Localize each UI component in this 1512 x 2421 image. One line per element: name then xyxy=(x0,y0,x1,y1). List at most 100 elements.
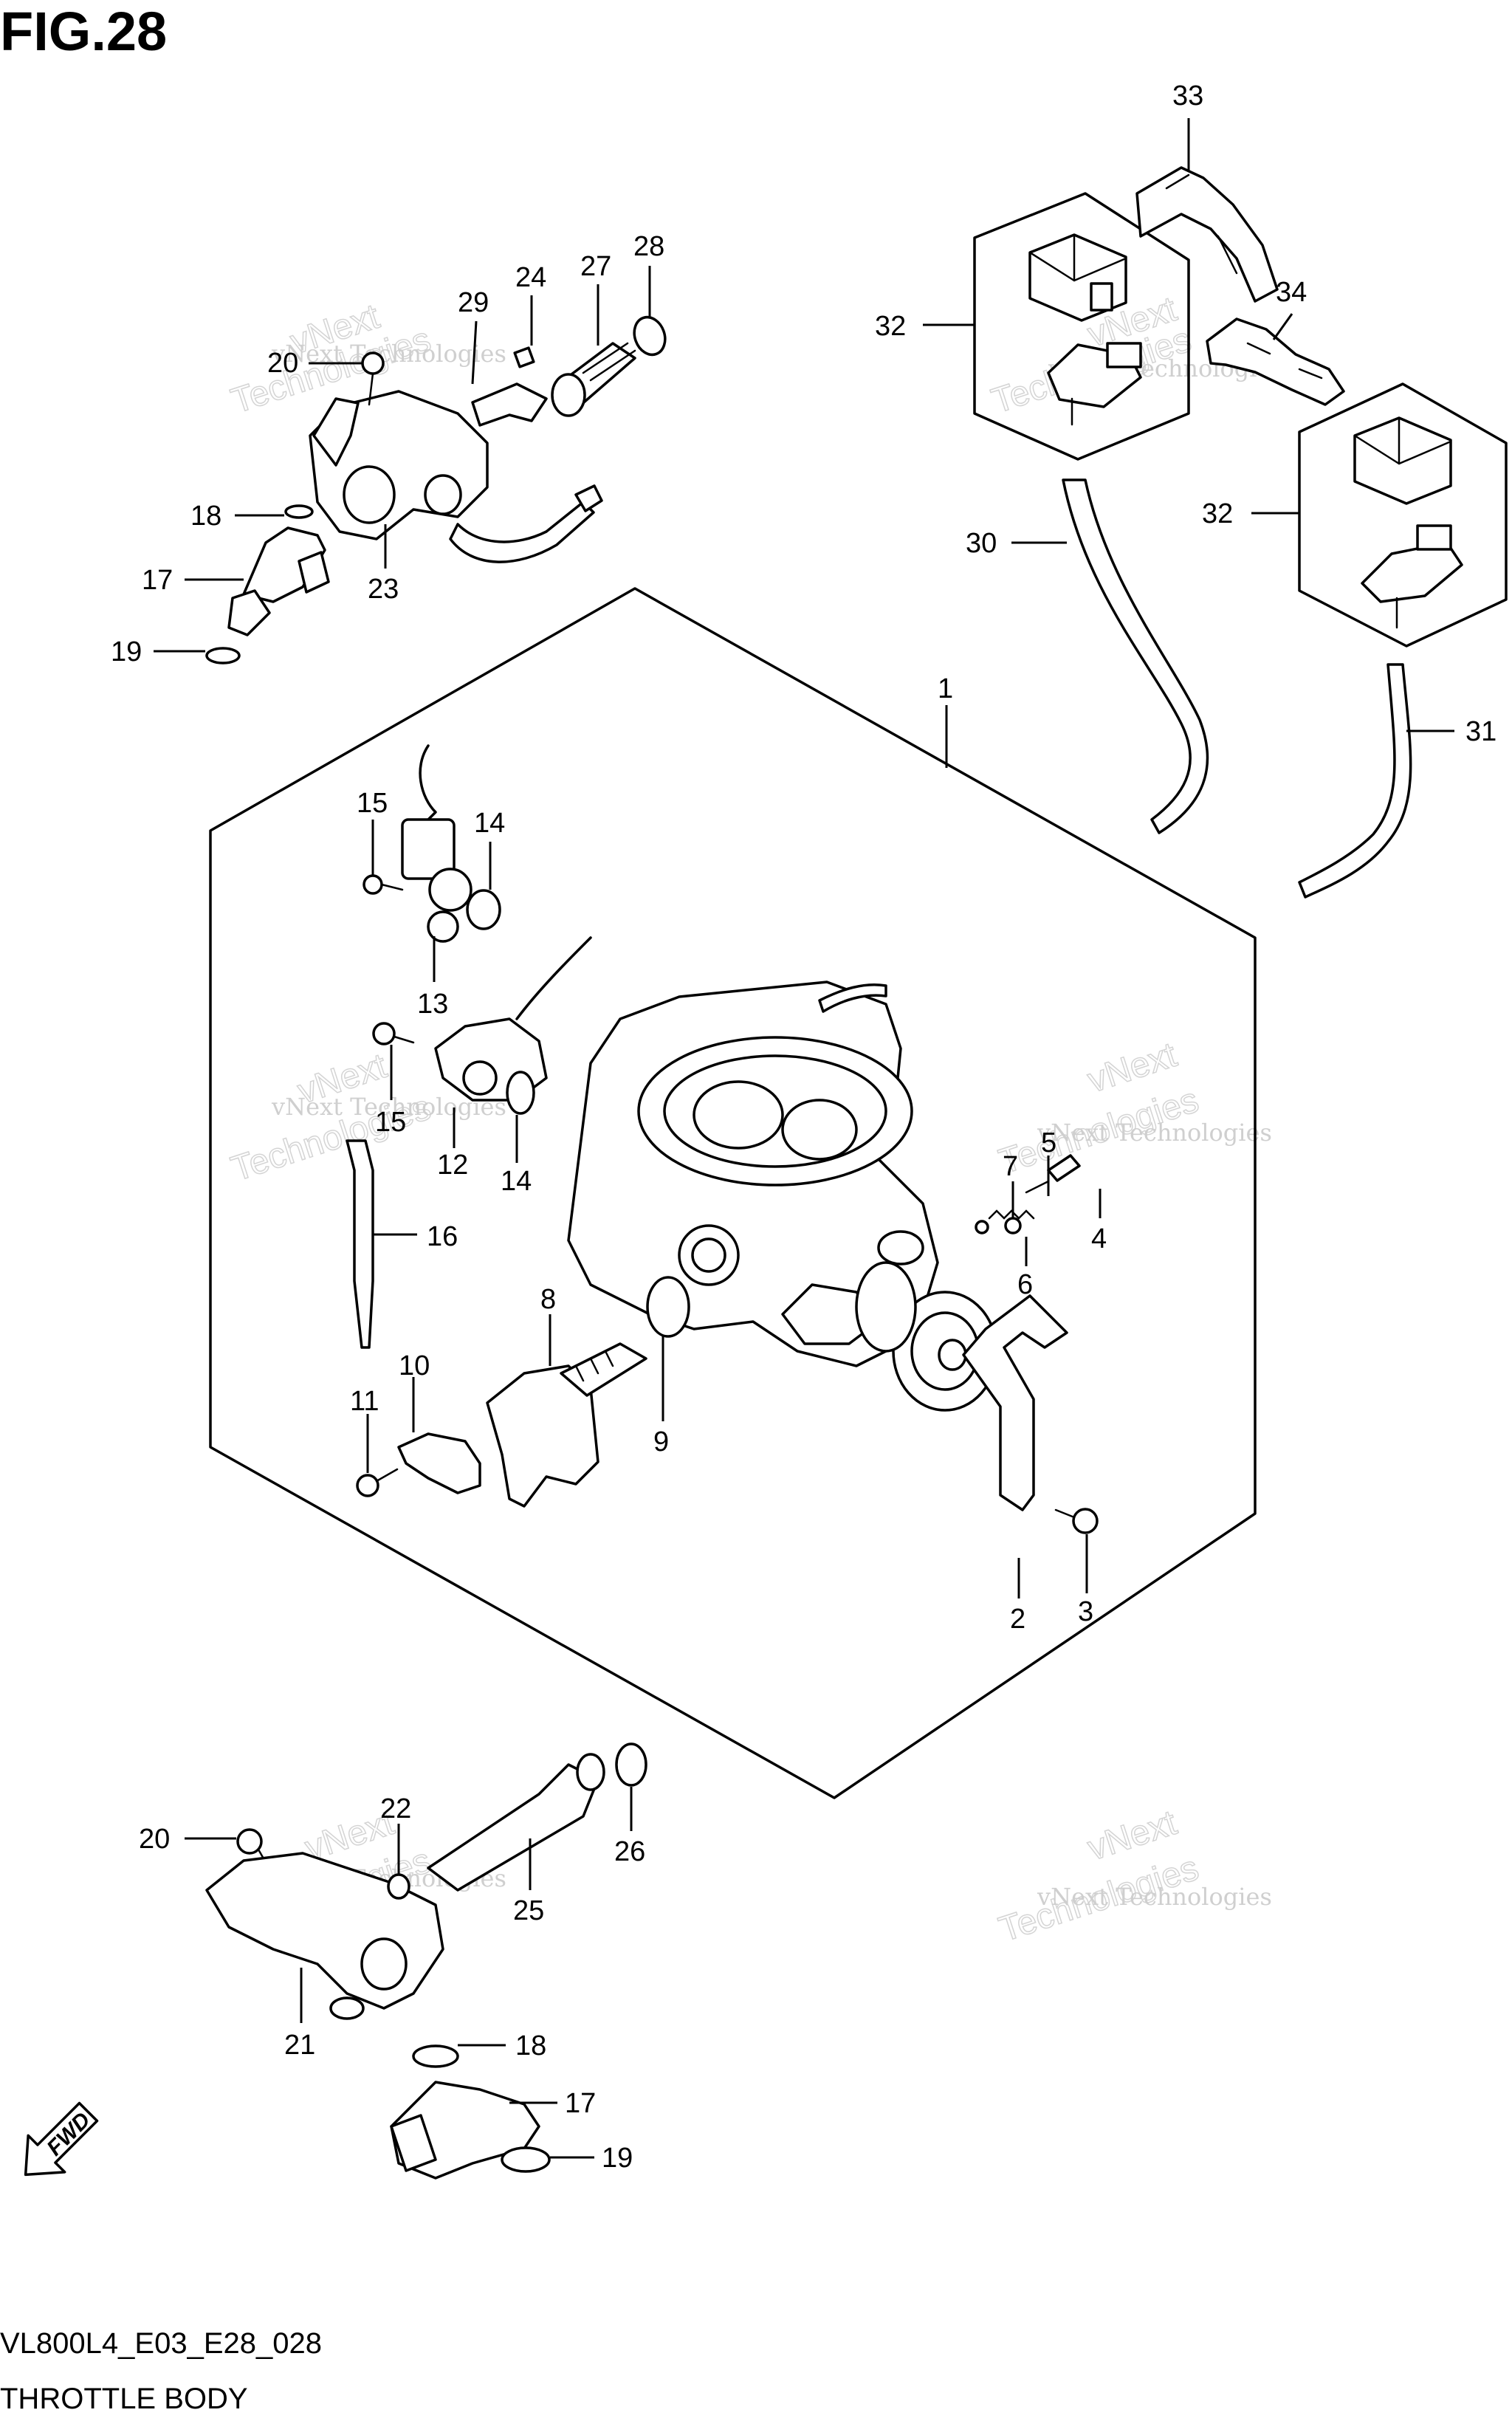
callout-16: 16 xyxy=(427,1221,458,1252)
throttle-drum xyxy=(855,1261,917,1353)
fuel-delivery-upper xyxy=(205,315,667,665)
fwd-arrow: FWD xyxy=(24,2101,99,2177)
bolt-11-shank xyxy=(375,1468,399,1483)
o-ring-26 xyxy=(615,1742,647,1787)
bolt-15-lower xyxy=(372,1022,396,1045)
callout-12: 12 xyxy=(437,1150,468,1181)
sensor-box-upper xyxy=(973,192,1190,461)
fuel-line-end xyxy=(574,484,603,512)
callout-18-lower: 18 xyxy=(515,2030,546,2061)
clip-29 xyxy=(471,382,548,427)
callout-20-upper: 20 xyxy=(267,348,298,379)
isc-sensor-group xyxy=(372,936,592,1115)
spring-5 xyxy=(988,1209,1035,1220)
callout-1: 1 xyxy=(938,673,953,704)
bolt-24 xyxy=(513,346,535,368)
o-ring-14-upper xyxy=(466,889,501,930)
callout-27: 27 xyxy=(580,251,611,282)
leader-line-29 xyxy=(471,320,478,385)
isc-sensor-wire xyxy=(515,936,592,1020)
throttle-sensor-8 xyxy=(486,1364,599,1508)
callout-6: 6 xyxy=(1017,1269,1033,1300)
tp-sensor-lower-port xyxy=(427,910,459,943)
isc-sensor-port xyxy=(462,1060,498,1096)
callout-9: 9 xyxy=(653,1426,669,1457)
callout-5: 5 xyxy=(1041,1127,1056,1158)
watermark-text: vNext Technologies xyxy=(271,340,506,368)
injector-connector xyxy=(298,551,330,594)
callout-3: 3 xyxy=(1078,1596,1093,1627)
diagram-title: THROTTLE BODY xyxy=(0,2383,248,2415)
callout-23: 23 xyxy=(368,574,399,605)
tp-sensor-port xyxy=(428,868,472,912)
callout-17-lower: 17 xyxy=(565,2088,596,2119)
washer-7 xyxy=(1004,1217,1022,1234)
callout-31: 31 xyxy=(1465,716,1496,747)
callout-29: 29 xyxy=(458,287,489,318)
figure-label: FIG.28 xyxy=(0,1,167,62)
callout-30: 30 xyxy=(966,528,997,559)
callout-2: 2 xyxy=(1010,1604,1025,1635)
callout-19-upper: 19 xyxy=(111,636,142,667)
map-sensor-connector xyxy=(1416,524,1452,551)
vacuum-hose-30 xyxy=(1062,478,1209,834)
callout-14-upper: 14 xyxy=(474,808,505,839)
sensor-8-ridges xyxy=(574,1350,614,1382)
callout-15-lower: 15 xyxy=(375,1107,406,1138)
leader-lines xyxy=(154,118,1454,2159)
bracket-34-slots xyxy=(1246,342,1323,380)
watermark-mid-right: vNext Technologies vNext Technologies xyxy=(994,1034,1272,1182)
sensor-box-lower xyxy=(1298,382,1508,648)
regulator-ridges xyxy=(582,342,636,382)
cable-tie-16 xyxy=(346,1139,374,1349)
joint-pipe-end xyxy=(576,1753,605,1791)
callout-25: 25 xyxy=(513,1895,544,1926)
callout-10: 10 xyxy=(399,1350,430,1381)
washer-6 xyxy=(975,1220,989,1234)
callout-24: 24 xyxy=(515,262,546,293)
callout-17-upper: 17 xyxy=(142,565,173,596)
o-ring-14-lower xyxy=(506,1071,535,1115)
callout-32-lower: 32 xyxy=(1202,498,1233,529)
throttle-body-port-inner xyxy=(691,1237,726,1273)
o-ring-9 xyxy=(646,1276,690,1338)
throttle-pulley-hub xyxy=(938,1339,967,1371)
throttle-body-main xyxy=(567,981,998,1412)
screw-20-shank xyxy=(368,372,374,406)
callout-4: 4 xyxy=(1091,1223,1107,1254)
bolt-15-shank xyxy=(380,883,404,891)
cable-bracket-2 xyxy=(962,1294,1068,1511)
screw-4 xyxy=(1047,1154,1081,1182)
watermark-text: vNext Technologies xyxy=(1037,1883,1272,1911)
map-sensor-lower xyxy=(1361,541,1463,603)
o-ring-19-lower xyxy=(501,2146,551,2173)
vacuum-hose-31 xyxy=(1298,663,1412,899)
bolt-11 xyxy=(356,1474,379,1497)
callout-32-upper: 32 xyxy=(875,311,906,342)
joint-pipe-25 xyxy=(427,1763,599,1892)
sensor-group-upper xyxy=(973,166,1279,461)
screw-3-shank xyxy=(1054,1508,1076,1519)
throttle-bore-inner-left xyxy=(693,1080,784,1150)
fwd-arrow-shape xyxy=(24,2101,99,2177)
bolt-15-upper xyxy=(362,874,383,895)
callout-13: 13 xyxy=(417,989,448,1020)
tp-sensor-wire xyxy=(419,744,437,821)
watermark-bottom-right: vNext Technologies vNext Technologies xyxy=(994,1802,1272,1950)
callout-20-lower: 20 xyxy=(139,1824,170,1855)
assembly-outline-hexagon xyxy=(209,587,1257,1799)
callout-14-lower: 14 xyxy=(501,1166,532,1197)
o-ring-18-upper xyxy=(284,504,314,519)
delivery-pipe-port-2 xyxy=(424,474,462,515)
throttle-bore-inner-right xyxy=(781,1099,858,1161)
sensor-cap-lower xyxy=(1353,416,1452,505)
screw-4-shank xyxy=(1025,1180,1050,1194)
sensor-cap-edges xyxy=(1353,416,1452,465)
callout-19-lower: 19 xyxy=(602,2143,633,2174)
o-ring-19-upper xyxy=(205,647,241,665)
callout-labels: 33 32 34 32 30 31 29 24 27 28 20 18 17 1… xyxy=(111,80,1496,2174)
callout-11: 11 xyxy=(350,1386,379,1417)
fuel-line xyxy=(449,501,595,563)
callout-22: 22 xyxy=(380,1793,411,1824)
